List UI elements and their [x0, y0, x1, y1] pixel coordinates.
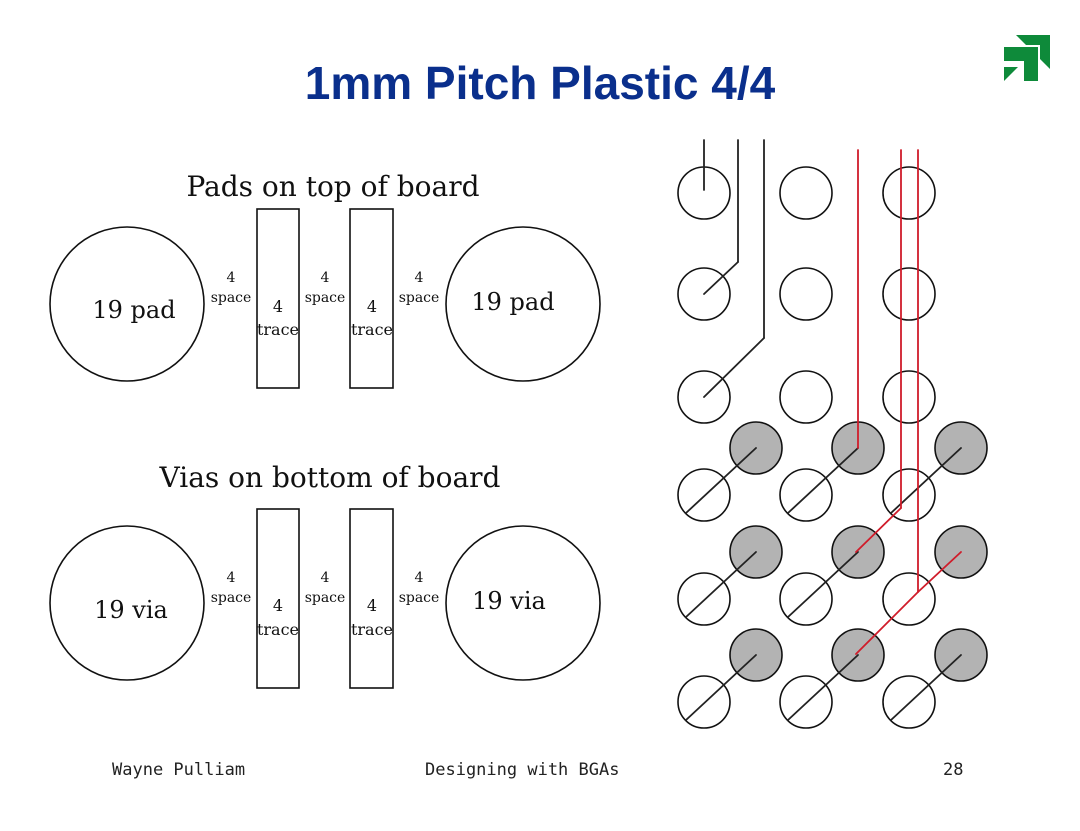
top-heading: Pads on top of board: [186, 170, 479, 203]
pad-3-2: [882, 468, 936, 522]
dogbone-3-2: [890, 447, 962, 514]
pad-5-0: [677, 675, 731, 729]
bga-routing-grid: [677, 139, 988, 729]
pad-1-0: [677, 267, 731, 321]
pad-0-2: [882, 166, 936, 220]
dogbone-5-0: [685, 654, 757, 721]
top-right-pad: [445, 226, 601, 382]
bottom-space-1-num: 4: [227, 570, 236, 586]
top-right-pad-label: 19 pad: [471, 288, 554, 316]
bottom-left-via: [49, 525, 205, 681]
dogbone-3-1: [787, 447, 859, 514]
pad-1-1: [779, 267, 833, 321]
bottom-right-via: [445, 525, 601, 681]
footer-topic: Designing with BGAs: [425, 760, 620, 780]
top-trace-1: [256, 208, 300, 389]
bottom-space-3-word: space: [399, 590, 440, 606]
pad-5-1: [779, 675, 833, 729]
top-trace-2-word: trace: [351, 320, 393, 339]
pad-5-2: [882, 675, 936, 729]
pad-0-1: [779, 166, 833, 220]
bottom-trace-1-num: 4: [273, 596, 283, 615]
escape-trace-2b: [703, 261, 739, 295]
pad-4-2: [882, 572, 936, 626]
top-trace-1-num: 4: [273, 297, 283, 316]
bottom-space-2-word: space: [305, 590, 346, 606]
bottom-heading: Vias on bottom of board: [159, 461, 501, 494]
top-left-pad-label: 19 pad: [92, 296, 175, 324]
dogbone-4-0: [685, 551, 757, 618]
top-space-1-word: space: [211, 290, 252, 306]
bottom-space-1-word: space: [211, 590, 252, 606]
top-trace-1-word: trace: [257, 320, 299, 339]
dogbone-5-2: [890, 654, 962, 721]
bottom-space-3-num: 4: [415, 570, 424, 586]
escape-trace-3b: [703, 337, 765, 398]
pad-3-0: [677, 468, 731, 522]
pad-3-1: [779, 468, 833, 522]
pad-2-2: [882, 370, 936, 424]
top-space-3-word: space: [399, 290, 440, 306]
bottom-trace-1-word: trace: [257, 620, 299, 639]
slide-title: 1mm Pitch Plastic 4/4: [304, 57, 776, 109]
bottom-right-via-label: 19 via: [472, 587, 546, 615]
footer-author: Wayne Pulliam: [112, 760, 246, 780]
footer-page-number: 28: [943, 760, 964, 780]
pad-4-1: [779, 572, 833, 626]
red-trace-2b: [855, 507, 902, 553]
bottom-trace-2-word: trace: [351, 620, 393, 639]
top-space-1-num: 4: [227, 270, 236, 286]
bottom-trace-2: [349, 508, 394, 689]
bottom-left-via-label: 19 via: [94, 596, 168, 624]
bottom-space-2-num: 4: [321, 570, 330, 586]
dogbone-3-0: [685, 447, 757, 514]
top-trace-2: [349, 208, 394, 389]
top-trace-2-num: 4: [367, 297, 377, 316]
dogbone-4-1: [787, 551, 859, 618]
pad-2-1: [779, 370, 833, 424]
bottom-trace-2-num: 4: [367, 596, 377, 615]
top-left-pad: [49, 226, 205, 382]
top-space-2-word: space: [305, 290, 346, 306]
amd-logo-icon: [1004, 35, 1050, 81]
dogbone-5-1: [787, 654, 859, 721]
top-space-2-num: 4: [321, 270, 330, 286]
top-space-3-num: 4: [415, 270, 424, 286]
red-dogbone: [917, 551, 962, 593]
bottom-trace-1: [256, 508, 300, 689]
red-trace-3b: [855, 591, 919, 655]
pad-4-0: [677, 572, 731, 626]
pad-1-2: [882, 267, 936, 321]
pad-2-0: [677, 370, 731, 424]
